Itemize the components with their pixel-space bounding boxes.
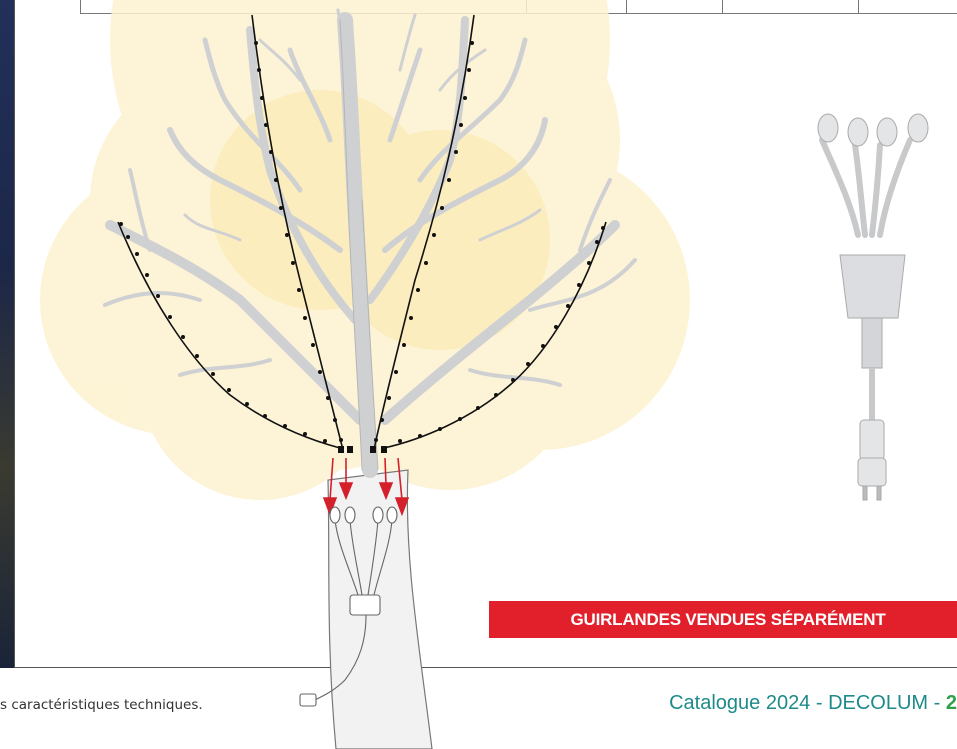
product-splitter-photo bbox=[818, 114, 928, 500]
banner-label: GUIRLANDES VENDUES SÉPARÉMENT bbox=[570, 610, 885, 630]
footnote-text: s caractéristiques techniques. bbox=[0, 697, 203, 713]
page-number: 2 bbox=[946, 692, 957, 714]
catalogue-label: Catalogue 2024 - DECOLUM - bbox=[669, 692, 946, 714]
sold-separately-banner: GUIRLANDES VENDUES SÉPARÉMENT bbox=[489, 601, 957, 638]
catalogue-footer: Catalogue 2024 - DECOLUM - 2 bbox=[669, 692, 957, 715]
